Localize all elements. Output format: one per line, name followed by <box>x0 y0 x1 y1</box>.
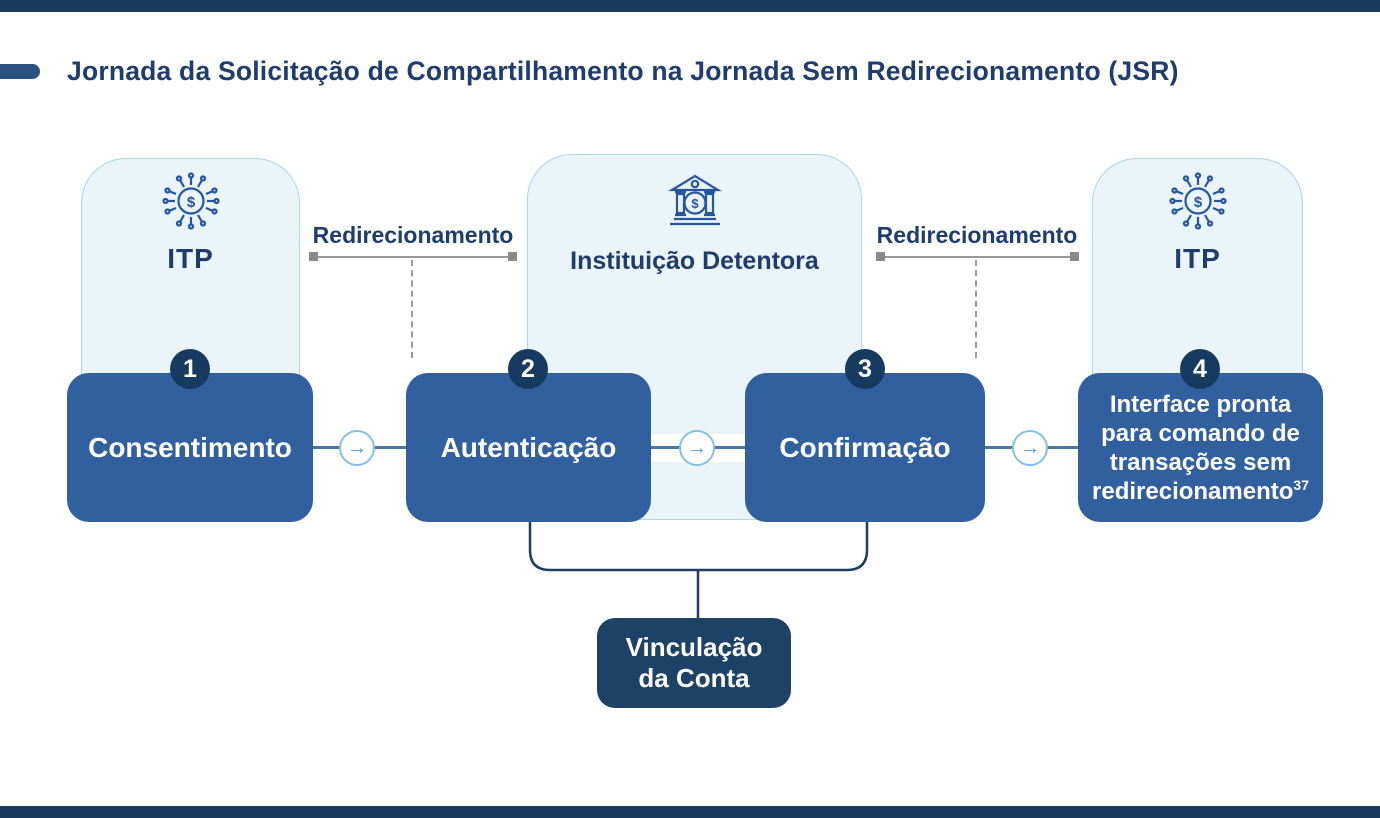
svg-text:$: $ <box>691 196 699 211</box>
redirect-dashed-drop-right <box>975 260 977 358</box>
svg-text:$: $ <box>1193 194 1202 211</box>
redirect-label-left: Redirecionamento <box>312 222 514 248</box>
entity-label-itp-left: ITP <box>167 243 214 274</box>
redirect-line-left <box>313 256 513 258</box>
step-box-interface-pronta: Interface pronta para comando de transaç… <box>1078 373 1323 522</box>
step-number-badge: 4 <box>1180 349 1220 389</box>
arrow-circle-icon: → <box>339 430 375 466</box>
entity-label-itp-right: ITP <box>1174 243 1221 274</box>
redirect-line-right <box>880 256 1075 258</box>
account-linking-line2: da Conta <box>638 663 750 693</box>
redirect-endpoint-square <box>1070 252 1079 261</box>
arrow-circle-icon: → <box>1012 430 1048 466</box>
step-number-badge: 1 <box>170 349 210 389</box>
title-dash <box>0 64 40 79</box>
step-box-confirmacao: Confirmação <box>745 373 985 522</box>
entity-label-detentora: Instituição Detentora <box>570 247 819 275</box>
top-accent-bar <box>0 0 1380 12</box>
step-box-text: Interface pronta para comando de transaç… <box>1092 390 1309 505</box>
itp-network-icon: $ <box>161 171 221 236</box>
page-title: Jornada da Solicitação de Compartilhamen… <box>67 56 1179 86</box>
redirect-endpoint-square <box>508 252 517 261</box>
account-linking-box: Vinculação da Conta <box>597 618 791 708</box>
step-number-badge: 2 <box>508 349 548 389</box>
footnote-superscript: 37 <box>1293 476 1309 493</box>
redirect-endpoint-square <box>309 252 318 261</box>
step-box-autenticacao: Autenticação <box>406 373 651 522</box>
redirect-label-right: Redirecionamento <box>876 222 1078 248</box>
account-linking-line1: Vinculação <box>625 632 763 662</box>
bottom-accent-bar <box>0 806 1380 818</box>
itp-network-icon: $ <box>1168 171 1228 236</box>
step-box-consentimento: Consentimento <box>67 373 313 522</box>
step-number-badge: 3 <box>845 349 885 389</box>
arrow-circle-icon: → <box>679 430 715 466</box>
svg-text:$: $ <box>186 194 195 211</box>
redirect-endpoint-square <box>876 252 885 261</box>
redirect-dashed-drop-left <box>411 260 413 358</box>
bank-icon: $ <box>665 169 725 234</box>
